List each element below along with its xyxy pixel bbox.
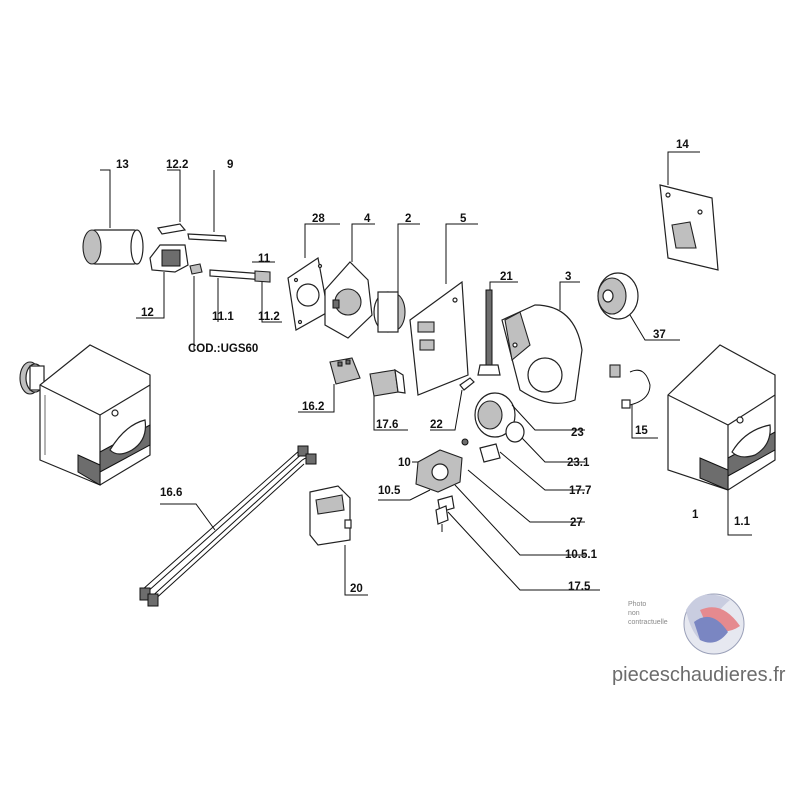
callout-3: 3 (565, 271, 571, 283)
callout-11-1: 11.1 (212, 311, 234, 323)
part-37-fan-wheel (597, 272, 639, 320)
part-17-5-sensor (435, 505, 449, 532)
part-3-fan-housing (501, 304, 583, 404)
callout-12-2: 12.2 (166, 159, 188, 171)
callout-2: 2 (405, 213, 411, 225)
callout-20: 20 (350, 583, 363, 595)
callout-11-2: 11.2 (258, 311, 280, 323)
part-cod-ugs60-nozzle (189, 263, 203, 275)
callout-1: 1 (692, 509, 699, 521)
part-16-6-flexible-hoses (139, 445, 317, 607)
part-17-6-relay (369, 368, 406, 397)
callout-23-1: 23.1 (567, 457, 590, 469)
part-5-cover-plate (409, 280, 469, 396)
part-17-7-valve (461, 438, 501, 463)
callout-12: 12 (141, 307, 154, 319)
watermark-logo (683, 593, 745, 655)
watermark-note-line-1: Photo (628, 601, 647, 608)
callout-17-5: 17.5 (568, 581, 591, 593)
part-12-2-bracket (156, 223, 187, 235)
part-13-air-damper-cylinder (82, 229, 144, 265)
callout-16-6: 16.6 (160, 487, 182, 499)
callout-17-6: 17.6 (376, 419, 398, 431)
part-10-pump (415, 449, 463, 493)
part-12-nozzle-head (149, 244, 189, 273)
callout-10: 10 (398, 457, 411, 469)
callout-10-5-1: 10.5.1 (565, 549, 598, 561)
callout-27: 27 (570, 517, 583, 529)
watermark-note-line-2: non (628, 610, 640, 617)
part-23-air-inlet (474, 392, 516, 438)
callout-5: 5 (460, 213, 467, 225)
watermark-site-text: pieceschaudieres.fr (612, 664, 786, 686)
callout-21: 21 (500, 271, 513, 283)
callout-10-5: 10.5 (378, 485, 401, 497)
part-9-rod (187, 233, 227, 242)
part-28-gasket (287, 256, 329, 331)
callout-16-2: 16.2 (302, 401, 324, 413)
callout-14: 14 (676, 139, 689, 151)
part-4-blast-tube-flange (324, 261, 373, 339)
part-20-control-box (309, 485, 352, 546)
callout-11: 11 (258, 253, 271, 265)
callout-cod-ugs60: COD.:UGS60 (188, 343, 258, 355)
callout-13: 13 (116, 159, 129, 171)
burner-housing-right (667, 344, 776, 491)
part-15-cable (609, 364, 651, 409)
callout-28: 28 (312, 213, 325, 225)
part-22-probe (459, 377, 475, 391)
part-14-side-panel (659, 184, 719, 271)
part-23-1-cap (505, 421, 525, 443)
callout-22: 22 (430, 419, 443, 431)
watermark-note: Photo non contractuelle (628, 600, 668, 627)
callout-17-7: 17.7 (569, 485, 591, 497)
part-16-2-connector (329, 357, 361, 385)
part-21-pin (477, 289, 501, 376)
callout-23: 23 (571, 427, 584, 439)
part-2-ring (373, 291, 406, 333)
callout-15: 15 (635, 425, 648, 437)
burner-housing-left (19, 344, 151, 486)
callout-37: 37 (653, 329, 666, 341)
watermark-note-line-3: contractuelle (628, 619, 668, 626)
callout-4: 4 (364, 213, 371, 225)
part-11-electrode-assembly (209, 269, 271, 283)
callout-9: 9 (227, 159, 233, 171)
callout-1-1: 1.1 (734, 516, 751, 528)
